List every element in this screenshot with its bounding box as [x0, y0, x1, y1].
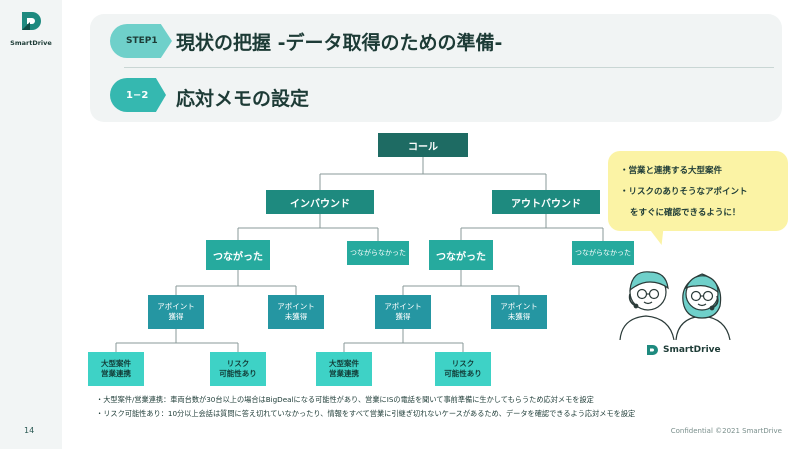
- node-outbound-not-connected: つながらなかった: [572, 241, 634, 265]
- speech-bubble: ・営業と連携する大型案件 ・リスクのありそうなアポイント をすぐに確認できるよう…: [608, 151, 788, 231]
- bubble-line: ・営業と連携する大型案件: [620, 166, 723, 176]
- notes: ・大型案件/営業連携：車両台数が30台以上の場合はBigDealになる可能性があ…: [96, 393, 635, 421]
- smartdrive-logo-icon: [22, 12, 41, 30]
- section-title: 応対メモの設定: [176, 88, 310, 110]
- footer-confidential: Confidential ©2021 SmartDrive: [670, 427, 782, 435]
- node-inbound-no-appointment: アポイント 未獲得: [268, 295, 324, 329]
- node-inbound-risk: リスク 可能性あり: [210, 352, 266, 386]
- speech-bubble-tail: [649, 229, 669, 245]
- node-outbound: アウトバウンド: [492, 190, 600, 214]
- left-rail: [0, 0, 62, 449]
- header-panel: [90, 14, 782, 122]
- node-outbound-appointment: アポイント 獲得: [375, 295, 431, 329]
- bubble-line: ・リスクのありそうなアポイント: [620, 187, 748, 197]
- step-label: STEP1: [110, 24, 172, 58]
- operators-illustration: [619, 271, 731, 340]
- page-number: 14: [24, 426, 35, 435]
- logo-text: SmartDrive: [10, 39, 52, 47]
- node-inbound-big-deal: 大型案件 営業連携: [88, 352, 144, 386]
- smartdrive-brand-logo: SmartDrive: [646, 344, 721, 356]
- smartdrive-logo: SmartDrive: [8, 10, 54, 47]
- bubble-line: をすぐに確認できるように！: [630, 208, 741, 218]
- node-inbound-not-connected: つながらなかった: [347, 241, 409, 265]
- page-title: 現状の把握 -データ取得のための準備-: [176, 32, 503, 54]
- section-label: 1−2: [110, 78, 166, 112]
- note-item: ・大型案件/営業連携：車両台数が30台以上の場合はBigDealになる可能性があ…: [96, 395, 594, 404]
- node-call: コール: [378, 133, 468, 157]
- header-divider: [124, 67, 774, 68]
- smartdrive-mark-icon: [647, 345, 658, 355]
- node-outbound-big-deal: 大型案件 営業連携: [316, 352, 372, 386]
- node-inbound-connected: つながった: [206, 240, 270, 270]
- node-outbound-connected: つながった: [429, 240, 493, 270]
- node-inbound: インバウンド: [266, 190, 374, 214]
- note-item: ・リスク可能性あり：10分以上会話は質問に答え切れていなかったり、情報をすべて営…: [96, 409, 636, 418]
- node-outbound-no-appointment: アポイント 未獲得: [491, 295, 547, 329]
- brand-text: SmartDrive: [663, 345, 721, 355]
- node-outbound-risk: リスク 可能性あり: [435, 352, 491, 386]
- node-inbound-appointment: アポイント 獲得: [148, 295, 204, 329]
